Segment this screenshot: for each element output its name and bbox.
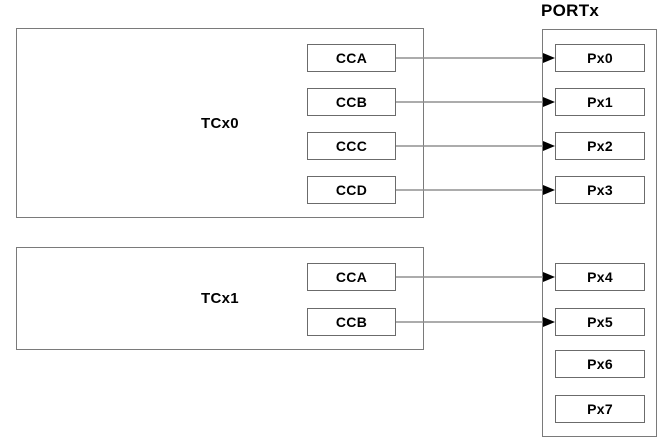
channel-tcx1-cca: CCA: [307, 263, 396, 291]
channel-tcx0-ccc: CCC: [307, 132, 396, 160]
pin-px4: Px4: [555, 263, 645, 291]
pin-px0: Px0: [555, 44, 645, 72]
channel-tcx0-cca: CCA: [307, 44, 396, 72]
pin-px5: Px5: [555, 308, 645, 336]
channel-tcx0-ccb: CCB: [307, 88, 396, 116]
pin-px6: Px6: [555, 350, 645, 378]
pin-px1: Px1: [555, 88, 645, 116]
block-tcx0-label: TCx0: [201, 114, 239, 132]
pin-px7: Px7: [555, 395, 645, 423]
port-title: PORTx: [541, 1, 600, 20]
channel-tcx0-ccd: CCD: [307, 176, 396, 204]
pin-px2: Px2: [555, 132, 645, 160]
channel-tcx1-ccb: CCB: [307, 308, 396, 336]
block-tcx1-label: TCx1: [201, 290, 239, 307]
pin-px3: Px3: [555, 176, 645, 204]
